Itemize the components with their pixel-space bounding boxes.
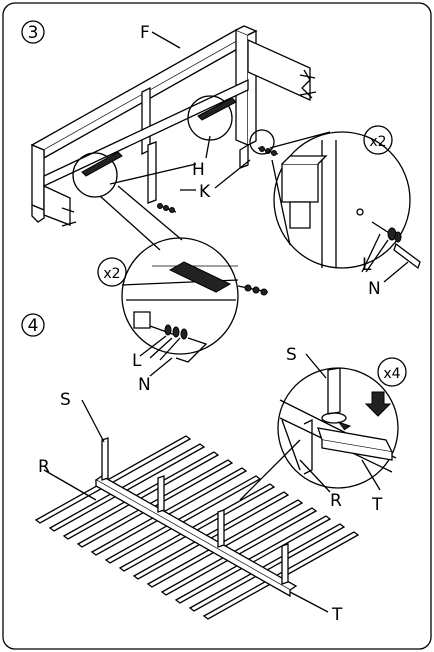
detail-middle-multiplier: x2 [103,266,120,282]
detail-top-label-l: L [362,255,372,275]
step-4-number: 4 [28,316,39,336]
label-h: H [192,160,205,180]
label-l-step4: L [132,351,142,371]
slat [146,499,304,588]
headboard-frame [30,25,317,227]
leader-s [81,399,105,443]
detail-top-label-n: N [368,279,381,299]
step-4-number-circle [21,313,45,337]
detail-label-r: R [330,491,342,511]
step-3-number: 3 [28,23,39,43]
label-s: S [60,390,71,410]
detail-label-t: T [371,495,383,515]
detail-top-multiplier: x2 [369,134,386,150]
step-3: 3 [21,20,421,377]
leader-r [43,469,97,501]
leader-t [289,591,329,613]
slat [202,531,360,620]
step-3-number-circle [21,20,45,44]
center-rail [94,475,298,598]
slat [34,435,192,524]
slat [188,523,346,612]
slat [76,459,234,548]
leader-h [205,135,211,159]
slat [90,467,248,556]
support-legs [101,437,289,585]
slat-frame [34,435,360,620]
slat [104,475,262,564]
detail-middle: x2 [97,185,269,377]
step-4: 4 L N S R T x4 [21,313,407,625]
detail-top-right: x2 L N [269,125,421,299]
slat [160,507,318,596]
slat [174,515,332,604]
detail-label-s: S [286,345,297,365]
detail-bottom-multiplier: x4 [383,366,400,382]
slat [132,491,290,580]
label-r: R [38,457,50,477]
label-k: K [199,182,211,202]
label-f: F [140,23,150,43]
detail-bottom-right: x4 S R T [239,345,407,515]
leader-f [151,31,181,49]
slat [48,443,206,532]
label-n-step4: N [138,375,151,395]
label-t: T [331,605,343,625]
